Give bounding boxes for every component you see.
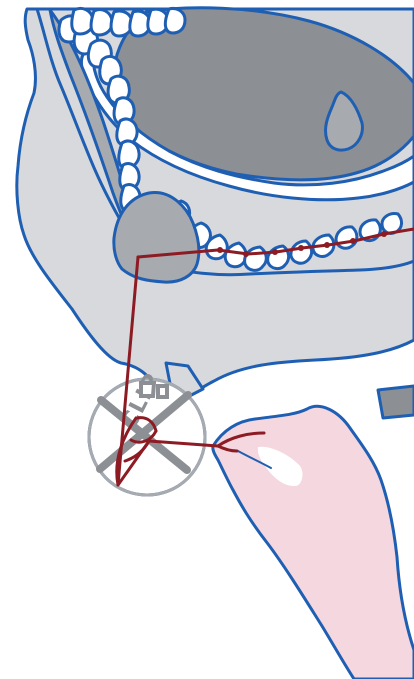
hand-icon [213, 406, 414, 679]
pegs-top [72, 8, 185, 36]
loom-side [378, 386, 414, 418]
